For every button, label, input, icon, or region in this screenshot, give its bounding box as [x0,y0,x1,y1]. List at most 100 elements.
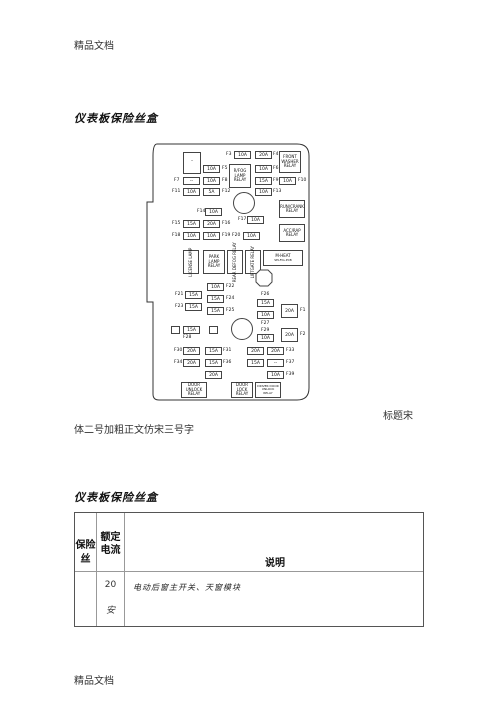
fuse-id: F27 [261,321,270,326]
fuse-id: F33 [286,348,295,353]
fuse-f3: 10A [234,151,251,159]
driver-door-unlock-relay: DRIVER DOOR UNLOCK RELAY [255,382,281,398]
section-heading: 仪表板保险丝盒 [74,112,158,125]
park-lamp-relay: PARK LAMP RELAY [203,250,225,274]
fuse-f30: 20A [183,347,200,355]
blank-slot: - [183,152,201,174]
fuse-f25: 15A [207,307,224,315]
front-washer-relay: FRONT WASHER RELAY [279,151,301,173]
table-row-rating-unit: 安 [105,606,115,616]
fuse-id: F6 [273,166,279,171]
fuse-box-outline [146,143,310,401]
fuse-id: F37 [286,360,295,365]
header-description: 说明 [265,558,285,569]
fuse-id: F29 [261,328,270,333]
fuse-f1: 20A [281,304,298,318]
table-row-description: 电动后窗主开关、天窗模块 [133,583,241,592]
fuse-f5: 10A [203,165,220,173]
fuse-f10: 10A [279,177,296,185]
format-note-line2: 体二号加粗正文仿宋三号字 [74,425,194,436]
fuse-id: F15 [172,221,181,226]
fuse-id: F31 [223,348,232,353]
fuse-id: F2 [300,332,306,337]
fuse-f4: 20A [255,151,272,159]
fuse-id: F23 [175,304,184,309]
fuse-f18: 10A [183,232,200,240]
header-rating: 额定电流 [100,532,121,556]
fuse-f2: 20A [281,328,298,342]
rear-fog-relay: R/FOG LAMP RELAY [229,164,251,188]
fuse-id: F13 [273,189,282,194]
fuse-f27: 10A [257,311,274,319]
fuse-id: F20 [232,233,241,238]
fuse-f22: 10A [207,283,224,291]
fuse-id: F25 [226,308,235,313]
fuse-id: F28 [183,335,192,340]
fuse-f19: 10A [203,232,220,240]
fuse-f34: 20A [183,359,200,367]
fuse-f29: 10A [257,334,274,342]
fuse-id: F36 [223,360,232,365]
fuse-f23: 15A [185,303,202,311]
fuse-id: F1 [300,308,306,313]
fuse-id: F9 [273,178,279,183]
fuse-f15: 15A [183,220,200,228]
mounting-hole [231,318,253,340]
fuse-id: F34 [174,360,183,365]
fuse-f7: -- [183,177,200,185]
fuse-f31: 15A [205,347,222,355]
fuse-id: F18 [172,233,181,238]
fuse-f12: 5A [203,188,220,196]
table-row-rating-number: 20 [104,580,117,590]
header-fuse: 保险丝 [75,540,96,565]
fuse-f35: 15A [205,359,222,367]
fuse-table: 保险丝 额定电流 说明 20 安 电动后窗主开关、天窗模块 [74,512,424,627]
fuse-id: F4 [273,152,279,157]
fuse-f28: 15A [183,326,200,334]
fuse-id: F10 [298,178,307,183]
liftgate-relay: LIFTGATE RELAY [245,246,261,278]
mounting-hole [233,192,255,214]
fuse-f14: 10A [205,208,222,216]
fuse-id: F19 [222,233,231,238]
fuse-f32: 20A [247,347,264,355]
fuse-box-diagram: - F3 10A 20A F4 FRONT WASHER RELAY 10A F… [143,142,311,402]
diode-connector [171,326,218,334]
fuse-f24: 15A [207,295,224,303]
fuse-id: F39 [286,372,295,377]
fuse-f20: 10A [243,232,260,240]
fuse-id: F14 [197,209,206,214]
fuse-id: F7 [174,178,180,183]
fuse-f39: 10A [267,371,284,379]
fuse-id: F12 [222,189,231,194]
fuse-id: F8 [222,178,228,183]
fuse-f21: 15A [185,291,202,299]
run-crank-relay: RUN/CRANK RELAY [279,200,305,218]
fuse-id: F5 [222,166,228,171]
fuse-f6: 10A [255,165,272,173]
fuse-id: F17 [238,217,247,222]
acc-rap-relay: ACC/RAP RELAY [279,224,305,242]
fuse-id: F11 [172,189,181,194]
fuse-f11: 10A [183,188,200,196]
fuse-id: F3 [226,152,232,157]
fuse-f38: 20A [205,371,222,379]
fuse-id: F21 [175,292,184,297]
fuse-id: F26 [261,292,270,297]
table-row-fuse [75,572,96,627]
door-lock-relay: DOOR LOCK RELAY [231,382,253,398]
fuse-f26: 15A [257,299,274,307]
fuse-f8: 10A [203,177,220,185]
fuse-f36: 15A [247,359,264,367]
page-header: 精品文档 [74,41,114,52]
door-unlock-relay: DOOR UNLOCK RELAY [181,382,207,398]
connector-octagon [255,269,273,287]
fuse-id: F24 [226,296,235,301]
section-heading-2: 仪表板保险丝盒 [74,491,158,504]
fuse-id: F16 [222,221,231,226]
license-lamp-relay: LICENSE LAMP [183,248,199,276]
fuse-id: F22 [226,284,235,289]
fuse-f17: 10A [247,216,264,224]
fuse-f33: 20A [267,347,284,355]
